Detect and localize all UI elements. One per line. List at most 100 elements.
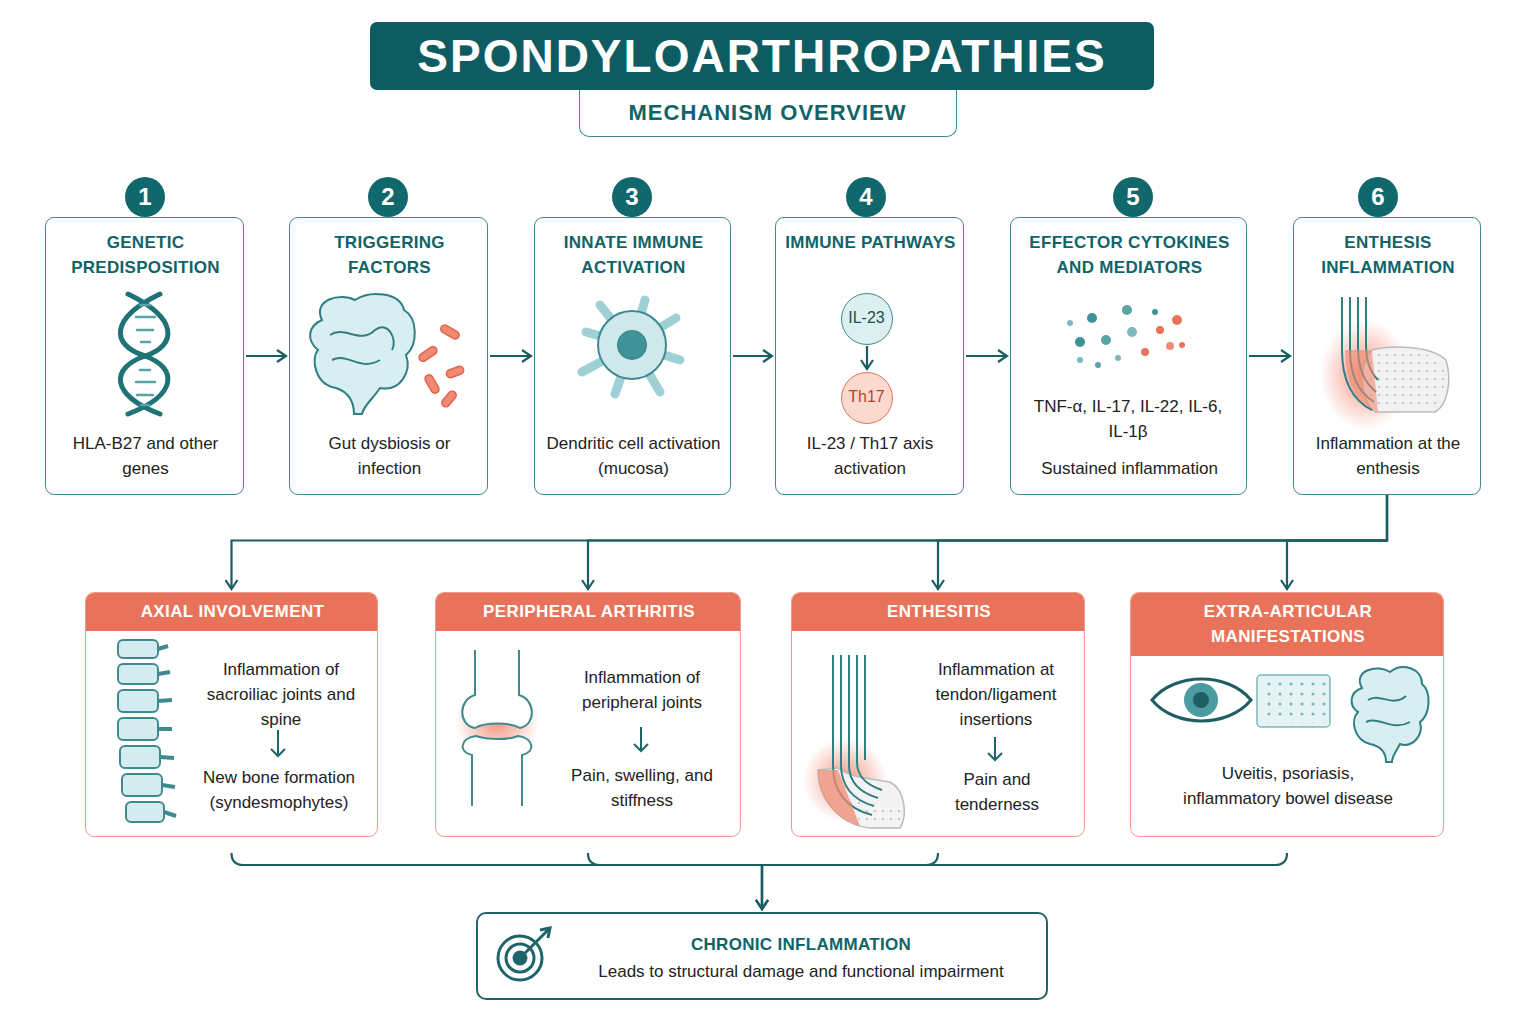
flow-connector xyxy=(232,853,763,909)
intestine-icon xyxy=(310,294,415,414)
flow-connector xyxy=(588,853,762,909)
outcome-box: CHRONIC INFLAMMATIONLeads to structural … xyxy=(476,912,1048,1000)
callout-number: 3 xyxy=(612,177,652,217)
decor-shape xyxy=(136,316,155,319)
card-body: Pain, swelling, and stiffness xyxy=(566,763,718,813)
small-down-arrows xyxy=(988,737,1002,760)
pathway-circle: IL-23 xyxy=(841,293,893,345)
flow-connector xyxy=(588,495,1387,589)
step-heading: ENTHESIS INFLAMMATION xyxy=(1302,230,1474,280)
card-heading: ENTHESITIS xyxy=(796,599,1082,624)
bowel-icon xyxy=(1366,696,1410,725)
cytokine-dots-icon xyxy=(1101,335,1111,345)
bacteria-icon xyxy=(440,390,458,409)
flow-connector xyxy=(246,355,286,357)
flow-connector xyxy=(938,495,1387,589)
dendritic-cell-icon xyxy=(582,300,680,394)
enthesis-heel-icon xyxy=(1320,297,1449,430)
step-box: GENETIC PREDISPOSITIONHLA-B27 and other … xyxy=(45,217,244,495)
step-box: ENTHESIS INFLAMMATION Inflammation at the… xyxy=(1293,217,1481,495)
decor-shape xyxy=(136,305,155,405)
small-down-arrows xyxy=(271,727,1002,760)
decor-shape xyxy=(140,369,150,372)
cytokine-dots-icon xyxy=(1077,357,1083,363)
manifestation-card: PERIPHERAL ARTHRITISInflammation of peri… xyxy=(435,592,741,837)
flow-connector xyxy=(232,495,1388,589)
spine-icon xyxy=(122,774,162,796)
decor-shape xyxy=(140,304,150,307)
spine-icon xyxy=(158,646,176,816)
step-box: IMMUNE PATHWAYSIL-23 / Th17 axis activat… xyxy=(775,217,964,495)
card-body: Pain and tenderness xyxy=(922,767,1072,817)
cytokine-dots-icon xyxy=(1179,342,1185,348)
cytokine-dots-icon xyxy=(1087,313,1097,323)
callout-number: 2 xyxy=(368,177,408,217)
step-heading: EFFECTOR CYTOKINES AND MEDIATORS xyxy=(1019,230,1240,280)
cytokine-dots-icon xyxy=(1127,327,1137,337)
subtitle-box: MECHANISM OVERVIEW xyxy=(579,90,957,137)
cytokine-dots-icon xyxy=(1095,362,1101,368)
cytokine-dots-icon xyxy=(1122,305,1132,315)
callout-number: 5 xyxy=(1113,177,1153,217)
callout-number: 6 xyxy=(1358,177,1398,217)
cytokine-list: TNF-α, IL-17, IL-22, IL-6, IL-1β xyxy=(1033,394,1223,444)
pathway-circle: Th17 xyxy=(841,372,893,424)
dna-icon xyxy=(120,294,168,414)
spine-icon xyxy=(118,664,158,684)
step-body: Inflammation at the enthesis xyxy=(1300,431,1476,481)
dendritic-cell-icon xyxy=(618,331,646,359)
flow-connector xyxy=(966,355,1007,357)
cytokine-dots-icon xyxy=(1166,342,1174,350)
intestine-icon xyxy=(330,327,394,364)
bacteria-icon xyxy=(445,365,465,379)
cytokine-dots-icon xyxy=(1152,309,1158,315)
cytokine-dots-icon xyxy=(1172,315,1182,325)
dna-icon xyxy=(120,294,168,414)
skin-icon xyxy=(1257,675,1330,727)
dendritic-cell-icon xyxy=(598,311,666,379)
manifestation-card: ENTHESITIS Inflammation at tendon/ligamen… xyxy=(791,592,1085,837)
bacteria-icon xyxy=(424,373,441,394)
dendritic-cell-icon xyxy=(582,300,680,394)
decor-shape xyxy=(136,381,155,384)
dna-icon xyxy=(120,294,168,414)
skin-icon xyxy=(1257,675,1330,727)
title-banner: SPONDYLOARTHROPATHIES xyxy=(370,22,1154,90)
knee-joint-icon xyxy=(462,650,532,728)
flow-connector xyxy=(866,346,868,369)
subtitle-text: MECHANISM OVERVIEW xyxy=(580,99,955,127)
cytokine-dots-icon xyxy=(1067,320,1073,326)
decor-shape xyxy=(137,329,153,332)
card-body: Inflammation at tendon/ligament insertio… xyxy=(910,657,1082,732)
knee-joint-icon xyxy=(463,736,532,806)
decor-shape xyxy=(137,394,153,397)
flow-connector xyxy=(1249,355,1290,357)
card-body: New bone formation (syndesmophytes) xyxy=(188,765,370,815)
callout-number: 1 xyxy=(125,177,165,217)
pathway-label: IL-23 xyxy=(842,307,891,329)
spine-icon xyxy=(118,640,176,822)
bowel-icon xyxy=(1352,667,1429,762)
target-icon xyxy=(520,928,550,958)
callout-number: 4 xyxy=(846,177,886,217)
cytokine-dots-icon xyxy=(1156,326,1164,334)
spine-icon xyxy=(120,746,160,768)
skin-icon xyxy=(1261,679,1326,723)
step-heading: INNATE IMMUNE ACTIVATION xyxy=(543,230,724,280)
eye-icon xyxy=(1152,679,1251,721)
outcome-body: Leads to structural damage and functiona… xyxy=(558,959,1044,984)
flow-connector xyxy=(490,355,531,357)
spine-icon xyxy=(118,640,158,658)
eye-icon xyxy=(1152,679,1251,721)
eye-icon xyxy=(1193,692,1209,708)
card-heading: PERIPHERAL ARTHRITIS xyxy=(440,599,738,624)
step-body: HLA-B27 and other genes xyxy=(54,431,237,481)
card-heading: EXTRA-ARTICULAR MANIFESTATIONS xyxy=(1151,599,1425,649)
flow-connector xyxy=(762,853,1287,909)
step-body: Sustained inflammation xyxy=(1019,456,1240,481)
pathway-label: Th17 xyxy=(842,386,891,408)
card-body: Inflammation of sacroiliac joints and sp… xyxy=(198,657,364,732)
